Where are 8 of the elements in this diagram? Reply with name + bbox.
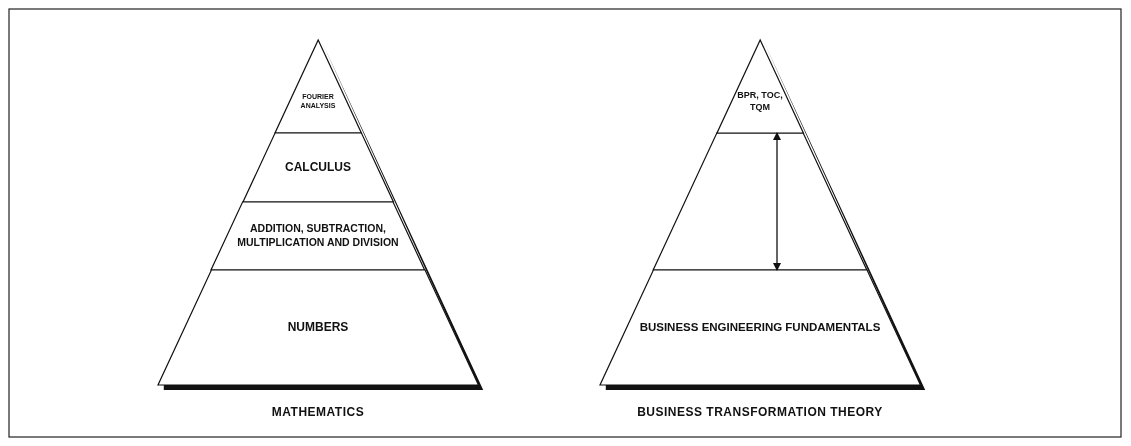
tier-label: BUSINESS ENGINEERING FUNDAMENTALS bbox=[638, 320, 882, 335]
tier-label: BPR, TOC, TQM bbox=[736, 90, 784, 114]
tier-label: NUMBERS bbox=[286, 319, 350, 336]
tier-label: CALCULUS bbox=[284, 159, 352, 176]
double-arrow bbox=[773, 132, 781, 271]
tier-label: ADDITION, SUBTRACTION, MULTIPLICATION AND DIVISION bbox=[236, 222, 400, 250]
pyramid-caption: BUSINESS TRANSFORMATION THEORY bbox=[637, 405, 883, 419]
pyramid-caption: MATHEMATICS bbox=[271, 405, 365, 419]
